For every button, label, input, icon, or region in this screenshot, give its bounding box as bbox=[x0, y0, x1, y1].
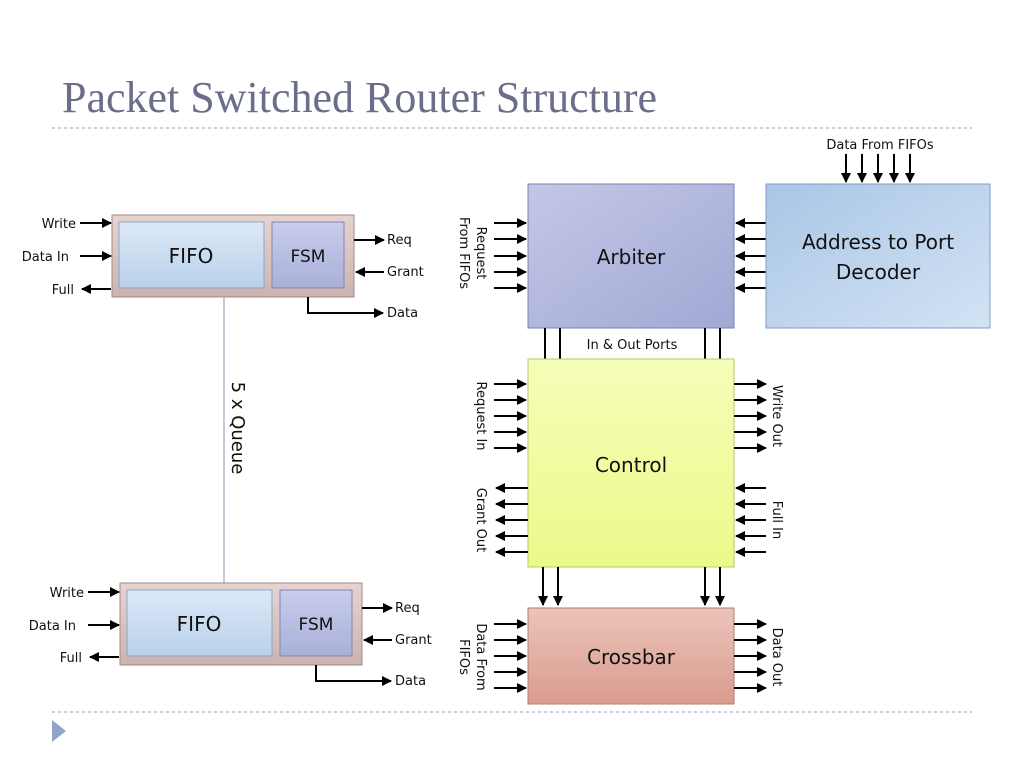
fifo-block-top bbox=[118, 221, 265, 289]
arbiter-control-port-lines bbox=[544, 328, 721, 359]
full-label-top: Full bbox=[52, 283, 74, 298]
decoder-label-line1: Address to Port bbox=[802, 230, 954, 254]
queue-top: FIFO FSM Write Data In Full Req Grant Da… bbox=[22, 214, 424, 321]
control-block bbox=[527, 358, 735, 568]
arbiter-block bbox=[527, 183, 735, 329]
crossbar-output-label: Data Out bbox=[769, 628, 784, 687]
full-label-bottom: Full bbox=[60, 651, 82, 666]
grant-out-label: Grant Out bbox=[473, 488, 488, 552]
fsm-block-bottom bbox=[279, 589, 353, 657]
slide-title: Packet Switched Router Structure bbox=[62, 73, 657, 122]
arbiter-label: Arbiter bbox=[597, 245, 666, 269]
request-in-label: Request In bbox=[473, 381, 488, 450]
req-label-top: Req bbox=[387, 233, 412, 248]
queue-multiplier-label: 5 x Queue bbox=[227, 382, 248, 475]
fifo-block-bottom bbox=[126, 589, 273, 657]
crossbar-input-arrows bbox=[494, 619, 527, 693]
grant-out-arrows bbox=[495, 483, 528, 557]
crossbar-input-label-line2: FIFOs bbox=[456, 639, 471, 675]
write-out-label: Write Out bbox=[769, 385, 784, 447]
decoder-block bbox=[765, 183, 991, 329]
full-in-label: Full In bbox=[769, 501, 784, 539]
control-crossbar-arrows bbox=[538, 567, 725, 606]
fsm-label-bottom: FSM bbox=[299, 615, 334, 635]
crossbar-label: Crossbar bbox=[587, 645, 676, 669]
full-in-arrows bbox=[735, 483, 766, 557]
decoder-to-arbiter-arrows bbox=[735, 218, 766, 293]
decoder-input-label: Data From FIFOs bbox=[826, 138, 934, 153]
grant-label-top: Grant bbox=[387, 265, 424, 280]
fsm-block-top bbox=[271, 221, 345, 289]
decoder-label-line2: Decoder bbox=[836, 260, 921, 284]
fifo-label-bottom: FIFO bbox=[177, 612, 222, 636]
queue-bottom: FIFO FSM Write Data In Full Req Grant Da… bbox=[29, 582, 432, 689]
crossbar-block bbox=[527, 607, 735, 705]
data-in-label-top: Data In bbox=[22, 250, 69, 265]
slide-bullet-icon bbox=[52, 720, 66, 742]
write-out-arrows bbox=[734, 379, 767, 453]
req-label-bottom: Req bbox=[395, 601, 420, 616]
crossbar-output-arrows bbox=[734, 619, 767, 693]
arbiter-input-arrows bbox=[494, 218, 527, 293]
fsm-label-top: FSM bbox=[291, 247, 326, 267]
data-in-label-bottom: Data In bbox=[29, 619, 76, 634]
fifo-label-top: FIFO bbox=[169, 244, 214, 268]
crossbar-input-label-line1: Data From bbox=[473, 623, 488, 690]
request-in-arrows bbox=[494, 379, 527, 453]
write-label-bottom: Write bbox=[50, 586, 84, 601]
decoder-input-arrows bbox=[841, 154, 915, 183]
data-label-top: Data bbox=[387, 306, 418, 321]
ports-label: In & Out Ports bbox=[587, 338, 678, 353]
data-label-bottom: Data bbox=[395, 674, 426, 689]
arbiter-input-label-line1: Request bbox=[473, 227, 488, 280]
arbiter-input-label-line2: From FIFOs bbox=[456, 217, 471, 289]
write-label-top: Write bbox=[42, 217, 76, 232]
control-label: Control bbox=[595, 453, 667, 477]
grant-label-bottom: Grant bbox=[395, 633, 432, 648]
